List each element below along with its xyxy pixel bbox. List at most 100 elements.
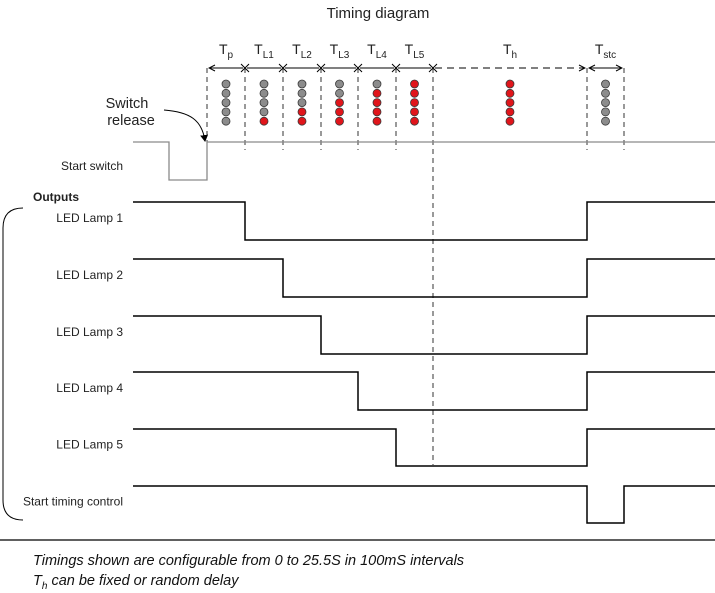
interval-label-sub: L1 xyxy=(263,50,275,61)
led-on xyxy=(410,107,419,117)
channel-waveforms xyxy=(133,201,715,524)
channel-label: Start timing control xyxy=(23,495,123,509)
boundary-tick xyxy=(316,63,326,73)
led-on xyxy=(372,88,382,98)
note-th-sub: h xyxy=(41,580,48,592)
led-off xyxy=(221,107,231,117)
channel-labels: LED Lamp 1 LED Lamp 2 LED Lamp 3 LED Lamp 4… xyxy=(23,211,123,509)
led-group xyxy=(601,79,610,126)
led-on xyxy=(372,116,382,126)
led-group xyxy=(259,79,269,126)
led-on xyxy=(335,116,344,126)
led-on xyxy=(505,98,515,107)
led-off xyxy=(601,98,610,107)
diagram-title: Timing diagram xyxy=(327,5,430,22)
note-configurable-timings: Timings shown are configurable from 0 to… xyxy=(33,553,465,569)
note-th-delay: Th can be fixed or random delay xyxy=(33,573,238,592)
led-on xyxy=(505,116,515,126)
switch-release-line1: Switch xyxy=(106,96,149,112)
switch-release-arrow xyxy=(163,109,209,142)
channel-label: LED Lamp 3 xyxy=(56,325,123,339)
led-on xyxy=(410,98,419,107)
interval-label: Th xyxy=(503,41,517,61)
start-switch-label: Start switch xyxy=(61,159,123,173)
led-group xyxy=(297,79,307,126)
led-off xyxy=(259,98,269,107)
led-on xyxy=(297,107,307,117)
channel-waveform xyxy=(133,428,715,467)
outputs-bracket xyxy=(2,207,24,521)
note-th-rest: can be fixed or random delay xyxy=(47,573,239,589)
led-off xyxy=(259,79,269,89)
led-group xyxy=(335,79,344,126)
interval-label-base: T xyxy=(219,41,228,57)
led-on xyxy=(410,79,419,89)
led-group xyxy=(505,79,515,126)
led-group xyxy=(221,79,231,126)
led-on xyxy=(259,116,269,126)
interval-label-base: T xyxy=(254,41,263,57)
led-off xyxy=(297,79,307,89)
channel-label: LED Lamp 5 xyxy=(56,438,123,452)
boundary-tick xyxy=(353,63,363,73)
channel-waveform xyxy=(133,371,715,411)
channel-label: LED Lamp 2 xyxy=(56,268,123,282)
interval-label-sub: L2 xyxy=(301,50,313,61)
led-off xyxy=(372,79,382,89)
led-off xyxy=(335,79,344,89)
led-off xyxy=(221,88,231,98)
led-on xyxy=(410,116,419,126)
led-on xyxy=(410,88,419,98)
led-off xyxy=(601,88,610,98)
outputs-label: Outputs xyxy=(33,190,79,204)
channel-waveform xyxy=(133,258,715,298)
interval-label: TL4 xyxy=(367,41,387,61)
channel-waveform xyxy=(133,315,715,355)
led-off xyxy=(601,107,610,117)
start-switch-waveform xyxy=(133,141,715,181)
channel-waveform xyxy=(133,485,715,524)
interval-label-sub: L5 xyxy=(413,50,425,61)
interval-label: TL5 xyxy=(405,41,425,61)
led-on xyxy=(505,107,515,117)
led-on xyxy=(505,79,515,89)
interval-label: TL3 xyxy=(330,41,350,61)
led-off xyxy=(259,88,269,98)
interval-label-sub: L4 xyxy=(376,50,388,61)
led-on xyxy=(335,107,344,117)
channel-label: LED Lamp 4 xyxy=(56,381,123,395)
interval-label-base: T xyxy=(292,41,301,57)
interval-label-base: T xyxy=(595,41,604,57)
interval-label-base: T xyxy=(330,41,339,57)
led-off xyxy=(297,98,307,107)
boundary-tick xyxy=(391,63,401,73)
led-off xyxy=(221,116,231,126)
boundary-tick xyxy=(240,63,250,73)
led-off xyxy=(601,79,610,89)
interval-label-base: T xyxy=(367,41,376,57)
interval-label: Tp xyxy=(219,41,234,61)
interval-label-base: T xyxy=(405,41,414,57)
led-off xyxy=(259,107,269,117)
interval-label: Tstc xyxy=(595,41,616,61)
interval-label-sub: p xyxy=(228,50,234,61)
interval-boundary-lines xyxy=(206,68,625,465)
led-on xyxy=(505,88,515,98)
interval-label-base: T xyxy=(503,41,512,57)
led-off xyxy=(221,79,231,89)
led-indicator-groups xyxy=(221,79,610,126)
led-on xyxy=(297,116,307,126)
led-off xyxy=(601,116,610,126)
led-group xyxy=(410,79,419,126)
led-off xyxy=(221,98,231,107)
led-group xyxy=(372,79,382,126)
led-off xyxy=(335,88,344,98)
led-on xyxy=(372,98,382,107)
led-on xyxy=(335,98,344,107)
led-off xyxy=(297,88,307,98)
note-th-base: T xyxy=(33,573,42,589)
interval-axis xyxy=(209,63,622,73)
channel-label: LED Lamp 1 xyxy=(56,211,123,225)
